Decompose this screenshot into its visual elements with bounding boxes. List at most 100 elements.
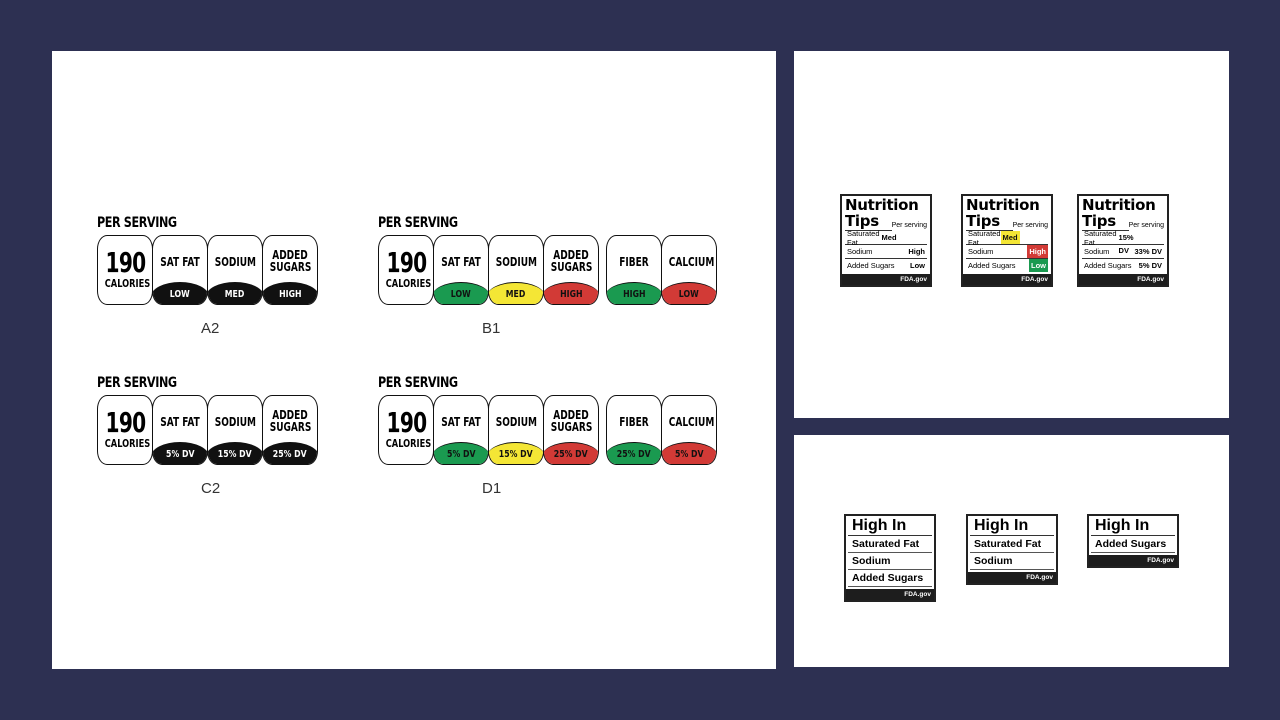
nutrient-cell: SODIUM MED [207,235,263,305]
fda-footer: FDA.gov [846,589,934,600]
nutrient-name: ADDED SUGARS [550,248,593,274]
per-serving-heading: PER SERVING [97,215,177,231]
fda-footer: FDA.gov [1089,555,1177,566]
nutrient-level-text: LOW [170,289,190,300]
tips-row-value: Med [881,233,897,242]
nutrient-cell: SODIUM MED [488,235,544,305]
calories-label: CALORIES [104,437,151,450]
nutrient-level-text: LOW [451,289,471,300]
nutrient-level-text: MED [506,289,526,300]
high-in-row: Sodium [970,553,1054,570]
nutrient-name: SODIUM [495,255,537,269]
tips-title-2-text: Tips [845,212,879,230]
nutrient-level: 25% DV [263,442,317,464]
nutrient-level: HIGH [544,282,598,304]
high-in-row: Added Sugars [848,570,932,587]
nutrient-level: HIGH [607,282,661,304]
nutrient-level-text: 5% DV [165,449,195,460]
per-serving-text: Per serving [1012,222,1048,229]
nutrient-name: ADDED SUGARS [269,408,312,434]
calories-label: CALORIES [104,277,151,290]
tips-title-2-text: Tips [1082,212,1116,230]
nutrient-name: SAT FAT [441,415,481,429]
fda-footer: FDA.gov [963,274,1051,285]
label-code: B1 [482,320,501,337]
nutrient-cell: ADDED SUGARS HIGH [262,235,318,305]
per-serving-text: Per serving [1128,222,1164,229]
tips-row-name: Saturated Fat [847,228,880,247]
nutrient-level: 5% DV [153,442,207,464]
nutrient-cell: ADDED SUGARS 25% DV [543,395,599,465]
nutrient-level: LOW [662,282,716,304]
nutrient-cell: ADDED SUGARS HIGH [543,235,599,305]
tips-row-name: Sodium [968,247,994,256]
tips-row-name: Added Sugars [1084,261,1132,270]
tips-title-1: Nutrition [845,196,919,214]
nutrient-cell: SAT FAT LOW [152,235,208,305]
nutrient-cell: SAT FAT LOW [433,235,489,305]
nutrient-name: SAT FAT [160,255,200,269]
nutrient-name: SODIUM [495,415,537,429]
nutrient-level: 5% DV [434,442,488,464]
nutrient-name: FIBER [619,255,649,269]
nutrient-level: 25% DV [607,442,661,464]
calories-label: CALORIES [385,277,432,290]
nutrient-name: ADDED SUGARS [269,248,312,274]
nutrient-level-text: MED [225,289,245,300]
nutrient-level: MED [208,282,262,304]
calories-value: 190 [105,246,147,279]
tips-title-2-text: Tips [966,212,1000,230]
nutrient-name: SODIUM [214,255,256,269]
calories-label: CALORIES [385,437,432,450]
tips-row-name: Sodium [847,247,873,256]
nutrient-name: ADDED SUGARS [550,408,593,434]
nutrient-name: SAT FAT [441,255,481,269]
gap [598,235,606,305]
calories-value: 190 [386,406,428,439]
calories-value: 190 [386,246,428,279]
per-serving-heading: PER SERVING [97,375,177,391]
nutrient-level-text: HIGH [278,289,302,300]
tips-row-name: Saturated Fat [1084,228,1117,247]
high-in-row: Sodium [848,553,932,570]
high-in-title: High In [970,516,1054,536]
high-in-row: Saturated Fat [970,536,1054,553]
nutrient-level: MED [489,282,543,304]
nutrient-level: HIGH [263,282,317,304]
per-serving-heading: PER SERVING [378,215,458,231]
nutrient-level-text: LOW [679,289,699,300]
nutrient-level-text: 25% DV [617,449,651,460]
nutrient-level: 25% DV [544,442,598,464]
nutrient-level-text: 5% DV [674,449,704,460]
tips-row-value: 15% DV [1118,233,1134,255]
nutrient-name: FIBER [619,415,649,429]
nutrient-level: 15% DV [208,442,262,464]
tips-row-name: Added Sugars [968,261,1016,270]
